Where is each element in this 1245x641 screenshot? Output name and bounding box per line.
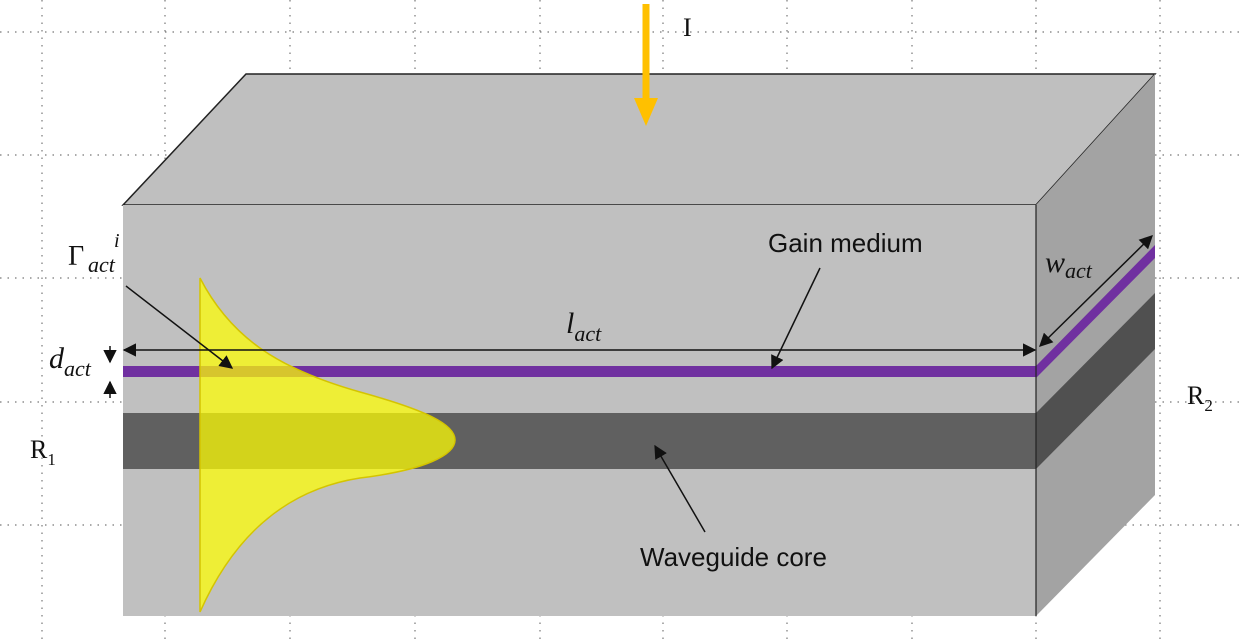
r2-label: R2 [1187,381,1213,415]
waveguide-core-label: Waveguide core [640,542,827,572]
confinement-factor-label: Γ act i [68,230,120,277]
width-label: wact [1045,246,1093,283]
width-dimension-arrow [1039,235,1153,347]
svg-text:i: i [114,230,120,252]
gain-medium-pointer [771,267,821,370]
r1-label: R1 [30,435,56,469]
top-face [121,73,1157,206]
current-arrow [634,4,658,126]
length-label: lact [566,307,602,346]
current-label: I [683,13,692,42]
gain-medium-layer [123,366,1036,377]
svg-text:act: act [88,252,116,277]
waveguide-core-pointer [654,444,706,533]
thickness-label: dact [49,342,92,381]
svg-text:Γ: Γ [68,241,84,272]
confinement-pointer [125,285,234,369]
gain-medium-label: Gain medium [768,228,923,258]
